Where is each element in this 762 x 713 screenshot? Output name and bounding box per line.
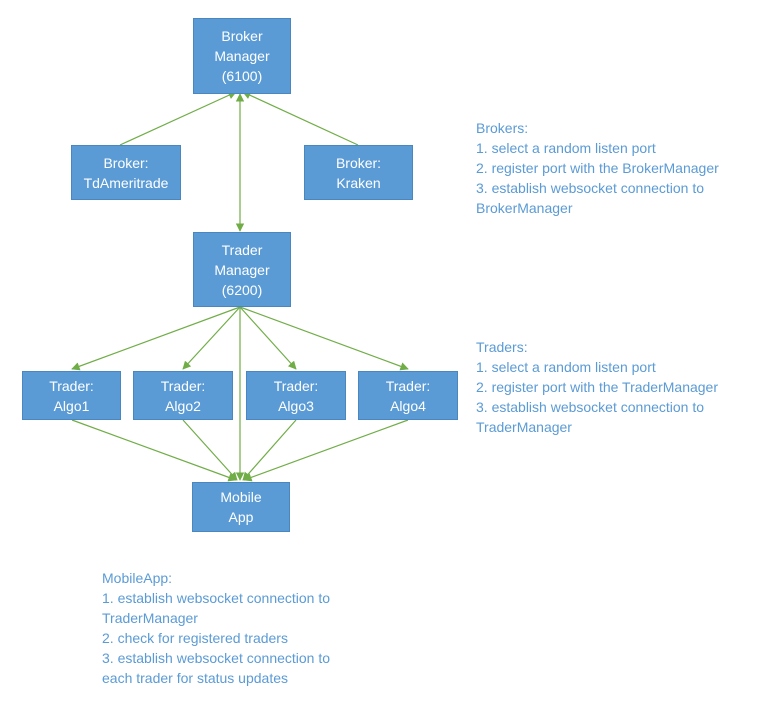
broker-manager-node: Broker Manager (6100) [193, 18, 291, 94]
broker-tdameritrade-line-2: TdAmeritrade [83, 174, 169, 191]
broker-kraken-node: Broker: Kraken [304, 145, 413, 200]
trader-algo4-line-2: Algo4 [390, 397, 426, 414]
mobile-app-node: Mobile App [192, 482, 290, 532]
trader-algo4-node: Trader: Algo4 [358, 371, 458, 420]
broker-manager-line-2: Manager [214, 48, 270, 64]
trader-algo3-node: Trader: Algo3 [246, 371, 346, 420]
trader-algo1-line-2: Algo1 [53, 397, 90, 414]
mobileapp-note-step-2: 2. check for registered traders [102, 630, 288, 646]
brokers-note-heading: Brokers: [476, 120, 529, 136]
trader-manager-line-3: (6200) [221, 281, 263, 298]
trader-algo1-line-1: Trader: [49, 377, 94, 394]
edge-trader-manager-to-algo3 [239, 306, 297, 370]
broker-tdameritrade-node: Broker: TdAmeritrade [71, 145, 181, 200]
broker-kraken-line-1: Broker: [335, 154, 382, 171]
edge-trader-manager-to-algo2 [182, 306, 241, 370]
trader-manager-line-1: Trader [221, 241, 263, 258]
edge-algo3-to-mobile-app [242, 419, 297, 481]
trader-manager-node: Trader Manager (6200) [193, 232, 291, 307]
edge-trader-manager-to-algo4 [239, 306, 409, 371]
broker-kraken-line-2: Kraken [336, 174, 381, 191]
edge-algo4-to-mobile-app [243, 419, 409, 482]
brokers-note: Brokers: 1. select a random listen port … [476, 118, 719, 218]
mobileapp-note-step-1: 1. establish websocket connection to [102, 590, 331, 606]
traders-note-step-3-cont: TraderManager [476, 419, 572, 435]
trader-algo4-line-1: Trader: [385, 377, 431, 394]
trader-algo3-line-1: Trader: [273, 377, 319, 394]
trader-algo2-line-1: Trader: [160, 377, 206, 394]
traders-note-heading: Traders: [476, 339, 528, 355]
mobileapp-note-heading: MobileApp: [102, 570, 173, 586]
edge-trader-manager-to-algo1 [71, 306, 241, 371]
edge-kraken-to-broker-manager [242, 91, 359, 146]
mobile-app-line-2: App [228, 509, 254, 525]
edge-tdameritrade-to-broker-manager [119, 91, 237, 146]
broker-tdameritrade-line-1: Broker: [103, 154, 149, 171]
mobileapp-note-step-1-cont: TraderManager [102, 610, 198, 626]
mobileapp-note: MobileApp: 1. establish websocket connec… [102, 568, 330, 688]
trader-algo2-line-2: Algo2 [165, 397, 201, 414]
traders-note-step-2: 2. register port with the TraderManager [476, 379, 719, 395]
traders-note-step-1: 1. select a random listen port [476, 359, 656, 375]
mobileapp-note-step-3-cont: each trader for status updates [102, 670, 288, 686]
mobile-app-line-1: Mobile [220, 489, 262, 505]
edge-algo2-to-mobile-app [182, 419, 238, 481]
brokers-note-step-2: 2. register port with the BrokerManager [476, 160, 719, 176]
trader-algo2-node: Trader: Algo2 [133, 371, 233, 420]
trader-algo3-line-2: Algo3 [278, 397, 314, 414]
edge-algo1-to-mobile-app [71, 419, 237, 482]
traders-note-step-3: 3. establish websocket connection to [476, 399, 705, 415]
broker-manager-line-3: (6100) [221, 68, 263, 84]
brokers-note-step-3: 3. establish websocket connection to [476, 180, 705, 196]
broker-manager-line-1: Broker [221, 28, 263, 44]
trader-algo1-node: Trader: Algo1 [22, 371, 121, 420]
mobileapp-note-step-3: 3. establish websocket connection to [102, 650, 331, 666]
brokers-note-step-1: 1. select a random listen port [476, 140, 656, 156]
traders-note: Traders: 1. select a random listen port … [476, 337, 718, 437]
brokers-note-step-3-cont: BrokerManager [476, 200, 573, 216]
trader-manager-line-2: Manager [214, 261, 270, 278]
